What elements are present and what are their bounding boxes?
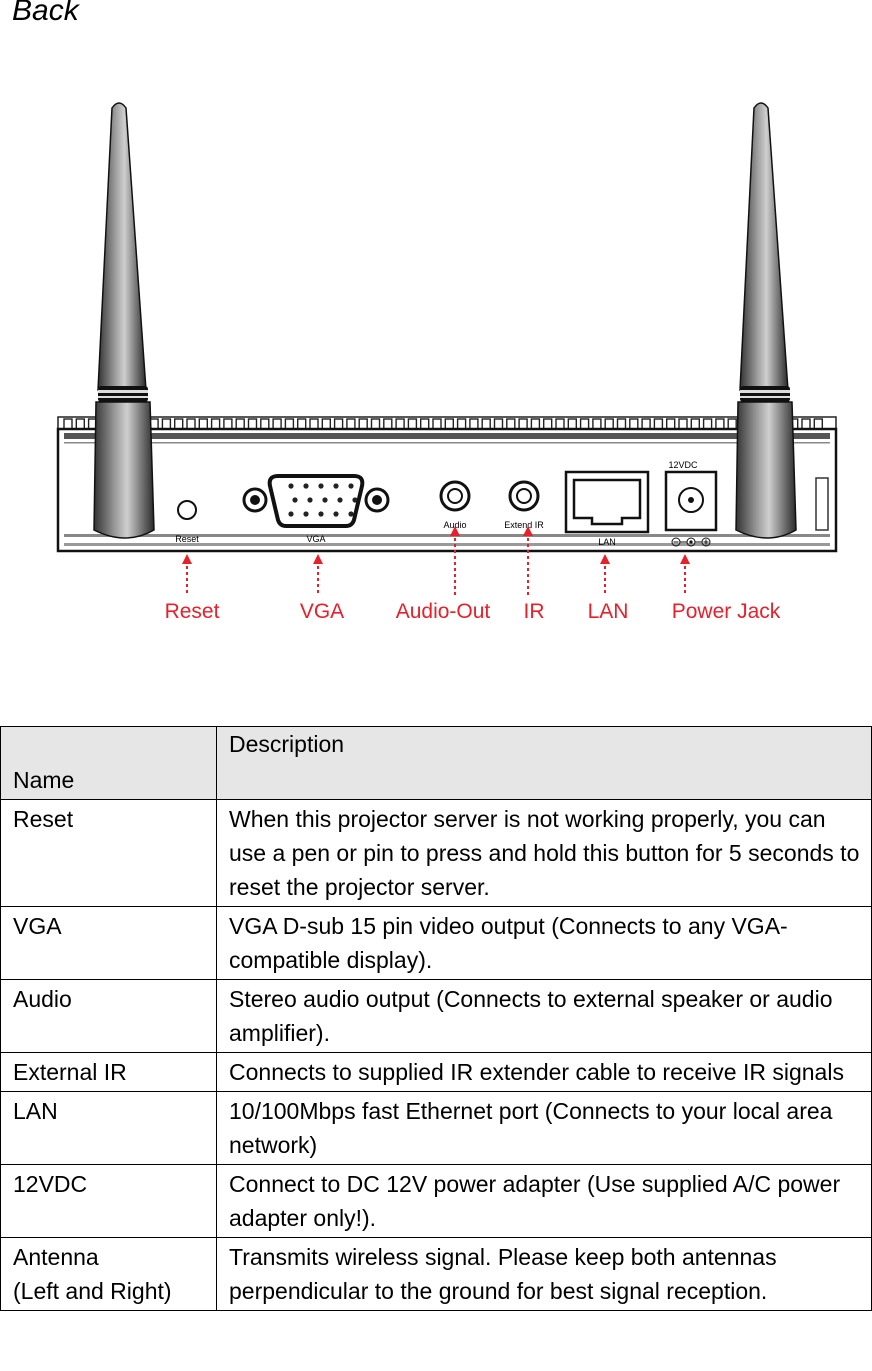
header-name-cell: Name [0,726,217,800]
table-row: Reset When this projector server is not … [0,799,872,907]
vga-port-icon: VGA [242,474,390,544]
callout-vga: VGA [300,600,344,623]
reset-label: Reset [175,534,199,544]
lan-label: LAN [598,537,616,547]
header-description-cell: Description [216,726,872,800]
callout-arrowheads [182,526,690,564]
row-description: VGA D-sub 15 pin video output (Connects … [216,906,872,980]
row-name: LAN [0,1091,217,1165]
extend-ir-jack-icon: Extend IR [504,480,544,530]
row-description: Stereo audio output (Connects to externa… [216,979,872,1053]
audio-label: Audio [443,520,466,530]
power-label: 12VDC [668,460,698,470]
lan-port-icon: LAN [564,470,650,547]
row-name-line2: (Left and Right) [13,1278,172,1304]
extend-ir-label: Extend IR [504,520,544,530]
row-description: When this projector server is not workin… [216,799,872,907]
device-back-panel-figure: Reset VGA Audio Extend IR LAN 12VDC [56,102,838,623]
callout-power-jack: Power Jack [672,600,781,623]
callout-audio-out: Audio-Out [396,600,491,623]
header-description: Description [229,731,345,757]
table-row: External IR Connects to supplied IR exte… [0,1052,872,1092]
audio-jack-icon: Audio [439,480,471,530]
table-header-row: Name Description [0,726,872,800]
row-name: Audio [0,979,217,1053]
callout-reset: Reset [165,600,220,623]
power-jack-icon: 12VDC [664,460,718,547]
callout-ir: IR [524,600,545,623]
callout-lines [186,532,686,595]
row-name: Reset [0,799,217,907]
row-description: 10/100Mbps fast Ethernet port (Connects … [216,1091,872,1165]
right-antenna-icon [735,102,797,539]
callout-lan: LAN [588,600,629,623]
table-row: VGA VGA D-sub 15 pin video output (Conne… [0,906,872,980]
left-antenna-icon [93,102,155,539]
row-name-line1: Antenna [13,1244,99,1270]
row-name: 12VDC [0,1164,217,1238]
header-name: Name [13,767,75,793]
row-description: Connect to DC 12V power adapter (Use sup… [216,1164,872,1238]
row-description: Transmits wireless signal. Please keep b… [216,1237,872,1311]
port-description-table: Name Description Reset When this project… [0,726,872,1311]
section-heading: Back [12,0,79,27]
table-row: 12VDC Connect to DC 12V power adapter (U… [0,1164,872,1238]
reset-button-icon: Reset [175,500,199,544]
row-name: External IR [0,1052,217,1092]
table-row: Antenna (Left and Right) Transmits wirele… [0,1237,872,1311]
vga-label: VGA [306,534,325,544]
row-name: Antenna (Left and Right) [0,1237,217,1311]
table-row: LAN 10/100Mbps fast Ethernet port (Conne… [0,1091,872,1165]
row-name: VGA [0,906,217,980]
row-description: Connects to supplied IR extender cable t… [216,1052,872,1092]
table-row: Audio Stereo audio output (Connects to e… [0,979,872,1053]
